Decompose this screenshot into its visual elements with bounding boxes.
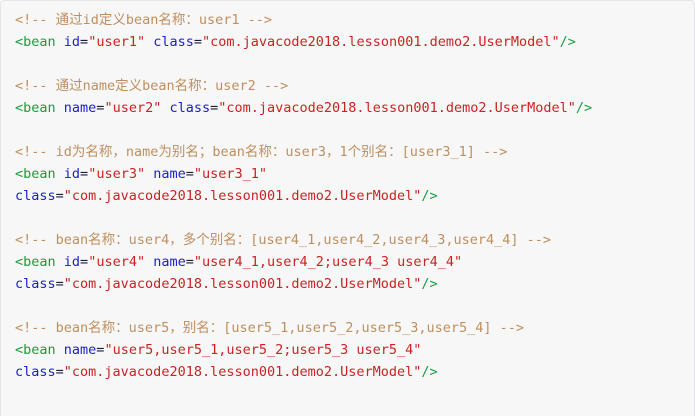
code-token-plain [145,166,153,182]
code-token-comment: <!-- 通过id定义bean名称：user1 --> [15,12,273,28]
code-line: <bean name="user5,user5_1,user5_2;user5_… [15,339,694,361]
code-token-attr: name [63,342,97,358]
code-token-plain [56,34,64,50]
code-token-punct: = [80,166,89,182]
code-line: <!-- 通过name定义bean名称：user2 --> [15,75,694,97]
code-token-string: "user4" [88,254,146,270]
code-token-string: "com.javacode2018.lesson001.demo2.UserMo… [63,188,422,204]
code-token-attr: id [63,34,81,50]
code-token-punct: = [96,100,105,116]
code-token-attr: class [15,364,56,380]
code-token-attr: class [169,100,211,116]
code-token-plain [145,254,153,270]
code-token-plain [56,342,64,358]
code-token-string: "user3_1" [193,166,268,182]
code-token-tag: <bean [15,342,56,358]
code-token-plain [56,166,64,182]
code-token-string: "com.javacode2018.lesson001.demo2.UserMo… [63,276,422,292]
code-line: <bean id="user3" name="user3_1" [15,163,694,185]
code-token-attr: class [15,276,56,292]
code-line: <bean name="user2" class="com.javacode20… [15,97,694,119]
code-line: <!-- id为名称，name为别名；bean名称：user3，1个别名：[us… [15,141,694,163]
code-token-string: "com.javacode2018.lesson001.demo2.UserMo… [202,34,560,50]
code-line-blank [15,207,694,229]
code-token-punct: = [55,188,64,204]
code-token-string: "com.javacode2018.lesson001.demo2.UserMo… [218,100,576,116]
code-token-string: "user1" [88,34,146,50]
code-token-punct: = [55,276,64,292]
code-token-tag: /> [559,34,576,50]
code-token-tag: /> [575,100,593,116]
code-token-punct: = [185,254,194,270]
code-token-attr: id [63,166,81,182]
code-token-tag: /> [421,276,438,292]
code-line: <!-- 通过id定义bean名称：user1 --> [15,9,694,31]
code-token-tag: /> [421,188,438,204]
code-token-attr: name [153,166,186,182]
code-token-punct: = [193,34,203,50]
code-line: <!-- bean名称：user5，别名：[user5_1,user5_2,us… [15,317,694,339]
code-token-punct: = [185,166,194,182]
code-token-punct: = [96,342,105,358]
code-token-tag: <bean [15,254,56,270]
code-line-blank [15,295,694,317]
code-token-comment: <!-- id为名称，name为别名；bean名称：user3，1个别名：[us… [15,144,508,160]
code-line: class="com.javacode2018.lesson001.demo2.… [15,361,694,383]
code-token-string: "user5,user5_1,user5_2;user5_3 user5_4" [104,342,422,358]
code-token-string: "user4_1,user4_2;user4_3 user4_4" [193,254,463,270]
code-token-plain [56,254,64,270]
code-token-string: "user3" [88,166,146,182]
code-token-comment: <!-- 通过name定义bean名称：user2 --> [15,78,289,94]
code-token-attr: name [63,100,97,116]
code-line-blank [15,119,694,141]
code-token-attr: name [153,254,186,270]
code-token-punct: = [55,364,64,380]
code-token-punct: = [210,100,219,116]
code-line: <bean id="user1" class="com.javacode2018… [15,31,694,53]
code-token-tag: <bean [15,34,56,50]
code-token-attr: class [153,34,194,50]
code-token-punct: = [80,34,89,50]
code-token-plain [56,100,64,116]
code-token-comment: <!-- bean名称：user5，别名：[user5_1,user5_2,us… [15,320,525,336]
code-line: <!-- bean名称：user4，多个别名：[user4_1,user4_2,… [15,229,694,251]
code-token-attr: id [63,254,81,270]
code-token-tag: <bean [15,166,56,182]
code-line-blank [15,53,694,75]
code-token-plain [145,34,153,50]
code-token-string: "com.javacode2018.lesson001.demo2.UserMo… [63,364,422,380]
code-token-tag: /> [421,364,438,380]
code-token-punct: = [80,254,89,270]
code-line: class="com.javacode2018.lesson001.demo2.… [15,273,694,295]
code-token-tag: <bean [15,100,56,116]
code-token-string: "user2" [104,100,162,116]
code-token-attr: class [15,188,56,204]
code-token-comment: <!-- bean名称：user4，多个别名：[user4_1,user4_2,… [15,232,552,248]
code-line: <bean id="user4" name="user4_1,user4_2;u… [15,251,694,273]
code-line: class="com.javacode2018.lesson001.demo2.… [15,185,694,207]
